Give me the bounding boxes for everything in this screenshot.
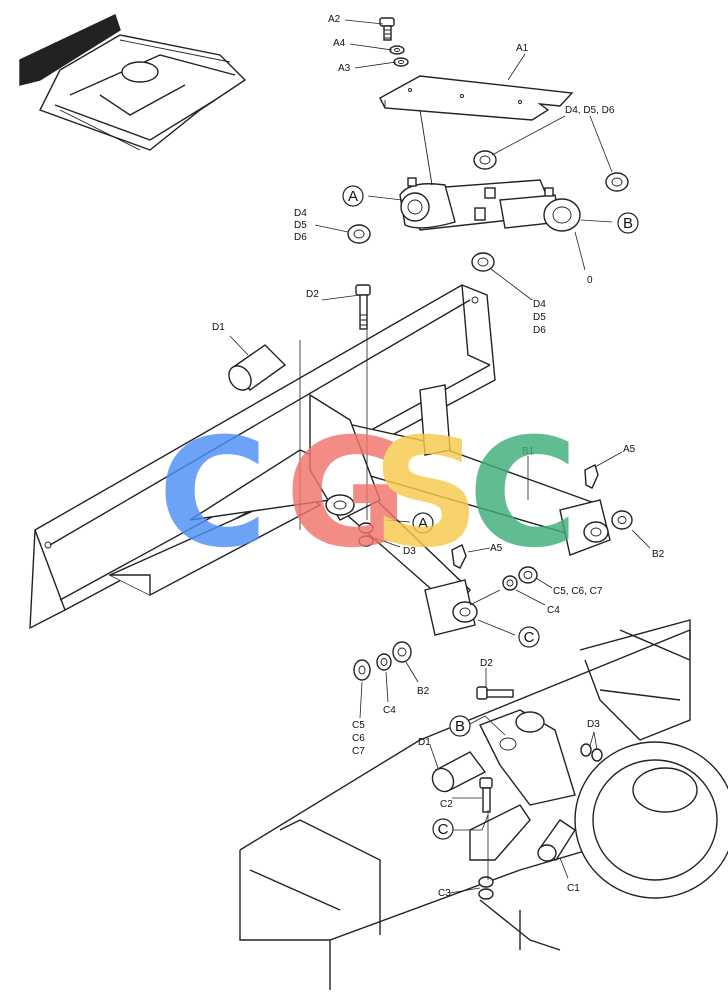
callout-c-mid: C bbox=[518, 626, 540, 648]
watermark-letter-4: C bbox=[468, 407, 578, 581]
grease-fitting-a5-mid bbox=[451, 544, 467, 569]
callout-c-bottom: C bbox=[432, 818, 454, 840]
label-a1: A1 bbox=[516, 43, 529, 54]
washer-a3 bbox=[393, 57, 409, 67]
shim-top-right bbox=[473, 150, 497, 170]
bracket-front bbox=[424, 579, 478, 636]
callout-a-mid: A bbox=[412, 512, 434, 534]
bushing-b2-left bbox=[392, 641, 412, 663]
label-b2-right: B2 bbox=[652, 549, 665, 560]
watermark: C G S C bbox=[158, 407, 578, 581]
label-d6-left: D6 bbox=[294, 232, 307, 243]
svg-text:A: A bbox=[348, 188, 358, 205]
label-c5-c6-c7-right: C5, C6, C7 bbox=[553, 586, 603, 597]
cover-plate-a1 bbox=[379, 75, 574, 121]
label-c1: C1 bbox=[567, 883, 580, 894]
label-b1: B1 bbox=[522, 446, 535, 457]
dozer-blade bbox=[29, 284, 496, 630]
label-d3-mid: D3 bbox=[403, 546, 416, 557]
label-c6-left: C6 bbox=[352, 733, 365, 744]
bracket-b1 bbox=[559, 499, 611, 556]
leader-lines bbox=[229, 19, 651, 894]
shim-bottom bbox=[471, 252, 495, 272]
label-d1-top: D1 bbox=[212, 322, 225, 333]
nut-d3-mid bbox=[358, 522, 374, 547]
callout-b-bottom: B bbox=[449, 715, 471, 737]
label-d3-bottom: D3 bbox=[587, 719, 600, 730]
bolt-d2-top bbox=[355, 284, 371, 330]
label-d6-mid: D6 bbox=[533, 325, 546, 336]
watermark-letter-3: S bbox=[372, 407, 480, 581]
nut-c3 bbox=[478, 876, 494, 900]
excavator-thumbnail bbox=[19, 14, 247, 151]
washer-a4 bbox=[389, 45, 405, 55]
label-a4: A4 bbox=[333, 38, 346, 49]
svg-text:B: B bbox=[623, 215, 633, 232]
label-d1-bottom: D1 bbox=[418, 737, 431, 748]
shim-left bbox=[347, 224, 371, 244]
washer-c4-right bbox=[502, 575, 518, 591]
callout-a-top: A bbox=[342, 185, 364, 207]
label-c2: C2 bbox=[440, 799, 453, 810]
label-a2: A2 bbox=[328, 14, 341, 25]
watermark-letter-1: C bbox=[158, 407, 268, 581]
label-c7-left: C7 bbox=[352, 746, 365, 757]
label-c5-left: C5 bbox=[352, 720, 365, 731]
hydraulic-cylinder bbox=[399, 109, 581, 232]
bolt-a2 bbox=[379, 17, 395, 41]
pin-d1-top bbox=[228, 344, 287, 391]
undercarriage-frame bbox=[239, 619, 691, 990]
label-zero: 0 bbox=[587, 275, 593, 286]
svg-text:C: C bbox=[438, 821, 449, 838]
label-d4-d5-d6-top: D4, D5, D6 bbox=[565, 105, 615, 116]
label-d4-left: D4 bbox=[294, 208, 307, 219]
label-d5-mid: D5 bbox=[533, 312, 546, 323]
label-a5-right: A5 bbox=[623, 444, 636, 455]
shim-right bbox=[605, 172, 629, 192]
bolt-d2-bottom bbox=[476, 686, 514, 700]
watermark-letter-2: G bbox=[285, 407, 408, 581]
pin-c1 bbox=[537, 819, 576, 862]
label-c4-right: C4 bbox=[547, 605, 560, 616]
label-c4-left: C4 bbox=[383, 705, 396, 716]
svg-text:C: C bbox=[524, 629, 535, 646]
callouts: A B A C B C bbox=[342, 185, 639, 840]
label-a3: A3 bbox=[338, 63, 351, 74]
svg-text:B: B bbox=[455, 718, 465, 735]
nut-d3-bottom bbox=[580, 743, 603, 762]
label-d2-bottom: D2 bbox=[480, 658, 493, 669]
svg-text:A: A bbox=[418, 515, 428, 532]
label-d4-mid: D4 bbox=[533, 299, 546, 310]
washer-c5-right bbox=[518, 566, 538, 584]
grease-fitting-a5-right bbox=[584, 464, 599, 489]
swing-ring bbox=[574, 741, 728, 899]
label-d5-left: D5 bbox=[294, 220, 307, 231]
label-d2-top: D2 bbox=[306, 289, 319, 300]
label-c3: C3 bbox=[438, 888, 451, 899]
blade-frame bbox=[108, 384, 601, 612]
label-b2-left: B2 bbox=[417, 686, 430, 697]
pin-d1-bottom bbox=[431, 751, 487, 793]
washer-c5-left bbox=[353, 659, 371, 681]
part-labels: A2 A4 A3 A1 D4, D5, D6 D4 D5 D6 0 D4 D5 … bbox=[212, 14, 665, 899]
washer-c4-left bbox=[376, 653, 392, 671]
label-a5-mid: A5 bbox=[490, 543, 503, 554]
bolt-c2 bbox=[479, 777, 493, 813]
bushing-b2-right bbox=[611, 510, 633, 530]
callout-b-top: B bbox=[617, 212, 639, 234]
